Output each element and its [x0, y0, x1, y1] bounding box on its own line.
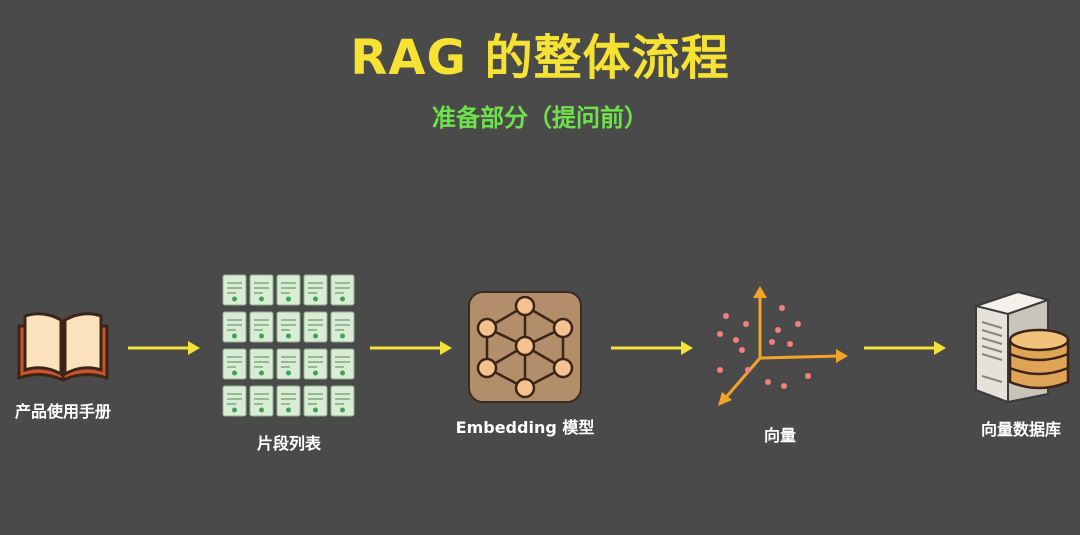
chunk-card: [222, 385, 247, 417]
book-icon: [17, 312, 109, 382]
chunk-card: [303, 348, 328, 380]
chunk-card: [276, 311, 301, 343]
chunk-card: [249, 348, 274, 380]
stage-label-vector: 向量: [763, 426, 796, 445]
arrow-right-icon: [611, 341, 693, 355]
chunk-card: [330, 311, 355, 343]
chunk-card: [303, 274, 328, 306]
vector-space-icon: [717, 286, 848, 406]
chunk-card: [222, 311, 247, 343]
chunk-card: [276, 348, 301, 380]
chunk-card: [330, 274, 355, 306]
chunk-card: [249, 274, 274, 306]
page-subtitle: 准备部分（提问前）: [432, 104, 648, 132]
chunk-card: [303, 385, 328, 417]
stage-label-vector-db: 向量数据库: [980, 420, 1061, 439]
arrow-right-icon: [370, 341, 452, 355]
chunk-card: [330, 385, 355, 417]
stage-label-chunks: 片段列表: [256, 434, 321, 453]
stage-label-embedding: Embedding 模型: [455, 418, 595, 437]
stage-label-manual: 产品使用手册: [14, 402, 111, 421]
chunk-card: [276, 385, 301, 417]
chunk-card: [222, 274, 247, 306]
chunk-card: [222, 348, 247, 380]
chunk-card: [249, 311, 274, 343]
chunk-grid-icon: [222, 274, 355, 417]
chunk-card: [330, 348, 355, 380]
chunk-card: [303, 311, 328, 343]
page-title: RAG 的整体流程: [350, 30, 730, 86]
arrow-right-icon: [864, 341, 946, 355]
database-server-icon: [972, 290, 1070, 404]
chunk-card: [276, 274, 301, 306]
chunk-card: [249, 385, 274, 417]
arrow-right-icon: [128, 341, 200, 355]
neural-network-icon: [468, 291, 582, 403]
